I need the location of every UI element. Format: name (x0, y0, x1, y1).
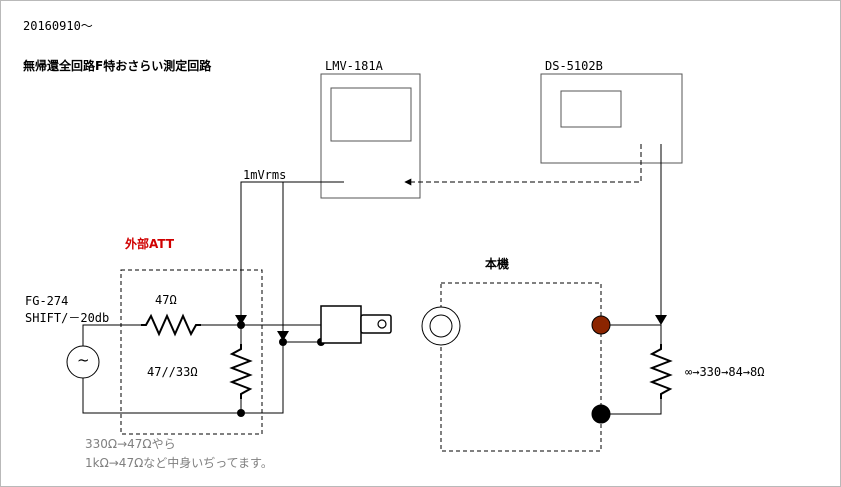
rca-plug-tip (360, 314, 392, 334)
mv-hot-probe-arrow (235, 315, 247, 325)
rca-plug (320, 305, 392, 344)
rca-input-jack (421, 306, 461, 346)
device-title: 本機 (485, 257, 510, 271)
mv-cold-probe-arrow (277, 331, 289, 341)
date-label: 20160910～ (23, 19, 93, 33)
millivoltmeter-leads (240, 181, 344, 333)
rca-plug-body (320, 305, 362, 344)
input-level-label: 1mVrms (243, 168, 287, 182)
wire-black-to-load (603, 399, 662, 415)
junction-dot (237, 321, 245, 329)
wiring (82, 324, 662, 415)
speaker-terminal-black (591, 404, 611, 424)
millivoltmeter-display (330, 87, 412, 142)
speaker-terminal-red (591, 315, 611, 335)
oscilloscope-name: DS-5102B (545, 59, 603, 73)
millivoltmeter-instrument (320, 73, 421, 199)
rca-plug-pin (377, 319, 387, 329)
scope-to-mv-link (404, 144, 642, 186)
series-resistor-value: 47Ω (155, 293, 177, 307)
generator-setting: SHIFT/－20db (25, 311, 110, 325)
generator-name: FG-274 (25, 294, 69, 308)
load-value-label: ∞→330→84→8Ω (685, 365, 765, 379)
generator-wave-icon: ~ (77, 351, 90, 369)
series-resistor (141, 313, 201, 337)
device-box (440, 282, 602, 452)
wire-ground-return (82, 341, 323, 414)
load-resistor (649, 344, 673, 399)
wire-red-to-load (603, 324, 662, 344)
scope-probe-arrow (655, 315, 667, 325)
junction-dot (279, 338, 287, 346)
attenuator-note-1: 330Ω→47Ωやら (85, 437, 176, 451)
millivoltmeter-name: LMV-181A (325, 59, 383, 73)
attenuator-title: 外部ATT (125, 237, 175, 251)
page-title: 無帰還全回路F特おさらい測定回路 (23, 59, 212, 73)
mv-hot-lead (240, 181, 344, 319)
junction-dot (237, 409, 245, 417)
attenuator-note-2: 1kΩ→47Ωなど中身いぢってます。 (85, 456, 273, 470)
oscilloscope-instrument (540, 73, 683, 164)
wire-gen-to-r1 (82, 324, 141, 346)
oscilloscope-display (560, 90, 622, 128)
shunt-resistor (229, 344, 253, 399)
rca-jack-inner (429, 314, 453, 338)
shunt-resistor-value: 47//33Ω (147, 365, 198, 379)
attenuator-box (120, 269, 263, 435)
